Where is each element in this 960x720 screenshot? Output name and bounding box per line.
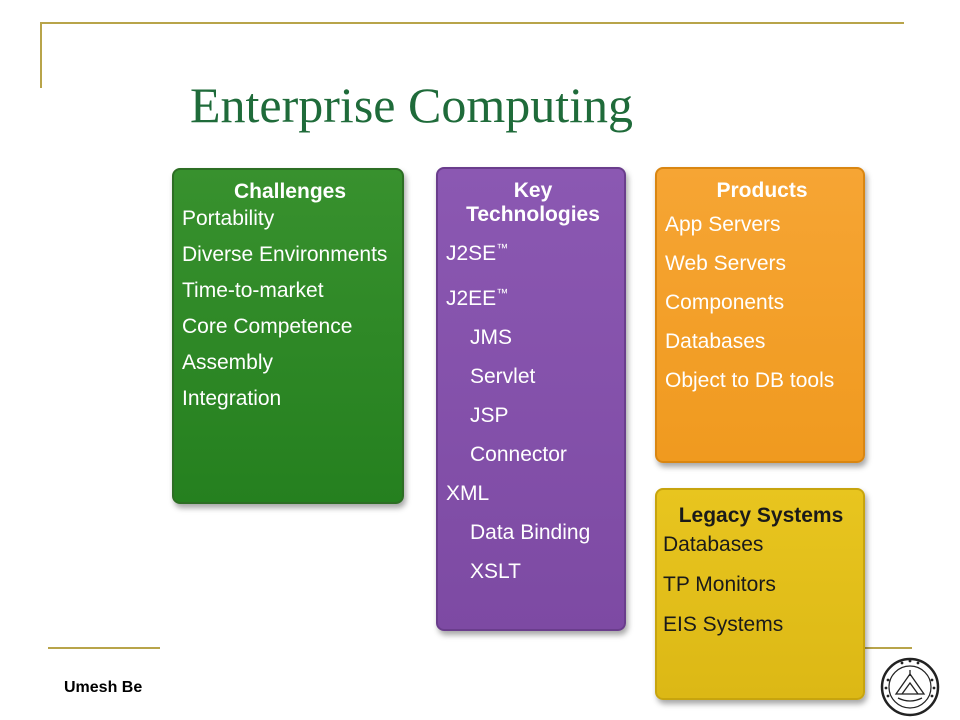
list-item: Databases xyxy=(665,330,766,353)
products-card: Products App Servers Web Servers Compone… xyxy=(655,167,865,463)
bottom-left-rule xyxy=(48,647,160,649)
top-rule xyxy=(40,22,904,24)
list-item: JMS xyxy=(470,326,512,349)
products-heading: Products xyxy=(716,179,808,202)
list-item: XSLT xyxy=(470,560,521,583)
list-item: J2SE™ xyxy=(446,237,620,265)
list-item: Portability xyxy=(182,207,275,230)
key-technologies-list: J2SE™ J2EE™ JMS Servlet JSP Connector XM… xyxy=(446,237,620,583)
key-technologies-heading: Key Technologies xyxy=(466,179,600,226)
left-rule xyxy=(40,22,42,88)
legacy-systems-card: Legacy Systems Databases TP Monitors EIS… xyxy=(655,488,865,700)
item-text: J2EE xyxy=(446,287,497,310)
slide-title: Enterprise Computing xyxy=(190,77,633,133)
list-item: EIS Systems xyxy=(663,613,784,636)
legacy-systems-heading: Legacy Systems xyxy=(678,504,844,527)
footer-author: Umesh Be xyxy=(64,679,143,696)
challenges-card: Challenges Portability Diverse Environme… xyxy=(172,168,404,504)
list-item: App Servers xyxy=(665,213,781,236)
list-item: Components xyxy=(665,291,785,314)
item-text: J2SE xyxy=(446,242,497,265)
list-item: JSP xyxy=(470,404,509,427)
trademark-mark: ™ xyxy=(496,286,509,300)
challenges-list: Portability Diverse Environments Time-to… xyxy=(182,208,398,410)
list-item: Servlet xyxy=(470,365,536,388)
products-list: App Servers Web Servers Components Datab… xyxy=(665,214,859,392)
list-item: Diverse Environments xyxy=(182,243,388,266)
legacy-systems-list: Databases TP Monitors EIS Systems xyxy=(663,534,859,636)
list-item: Integration xyxy=(182,387,282,410)
list-item: Databases xyxy=(663,533,764,556)
bottom-right-rule xyxy=(860,647,912,649)
list-item: XML xyxy=(446,482,490,505)
trademark-mark: ™ xyxy=(496,241,509,255)
list-item: Connector xyxy=(470,443,567,466)
list-item: Object to DB tools xyxy=(665,369,835,392)
key-technologies-card: Key Technologies J2SE™ J2EE™ JMS Servlet… xyxy=(436,167,626,631)
list-item: Core Competence xyxy=(182,315,353,338)
list-item: Web Servers xyxy=(665,252,786,275)
challenges-heading: Challenges xyxy=(233,180,347,203)
list-item: Time-to-market xyxy=(182,279,324,302)
list-item: Data Binding xyxy=(470,521,591,544)
list-item: J2EE™ xyxy=(446,282,620,310)
list-item: Assembly xyxy=(182,351,274,374)
institute-seal-icon xyxy=(880,657,940,717)
list-item: TP Monitors xyxy=(663,573,776,596)
